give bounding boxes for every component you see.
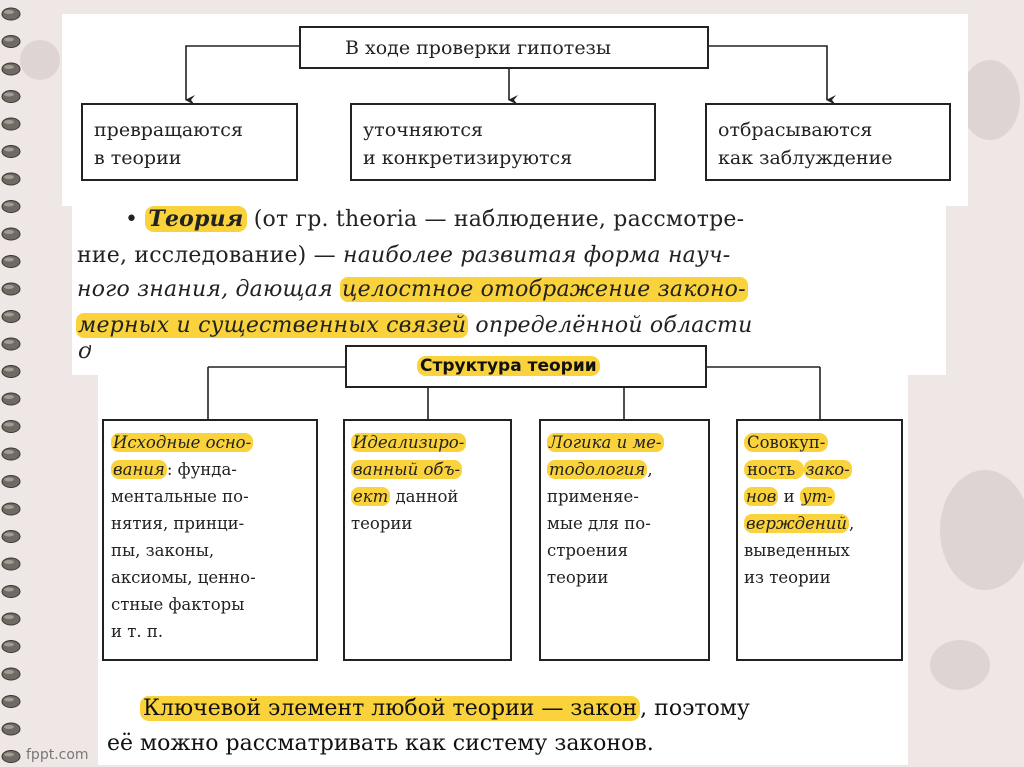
definition-line1: • Теория (от гр. theoria — наблюдение, р…	[125, 201, 744, 238]
conclusion-line2: её можно рассматривать как систему закон…	[107, 727, 654, 760]
col2-line: теории	[351, 510, 466, 537]
col1-text: Исходные осно- вания: фунда- ментальные …	[111, 429, 256, 645]
col4-highlight-1: Совокуп-	[744, 433, 828, 452]
col2-highlight-2: ванный объ-	[351, 460, 462, 479]
col4-line: из теории	[744, 564, 854, 591]
col2-after: данной	[390, 487, 458, 506]
col3-highlight-2: тодология	[547, 460, 647, 479]
watermark: fppt.com	[26, 747, 89, 763]
definition-line5-fragment: д	[78, 345, 92, 365]
outcome-left-box: превращаются в теории	[81, 103, 298, 181]
outcome-right-box: отбрасываются как заблуждение	[705, 103, 951, 181]
conclusion-line1-rest: , поэтому	[640, 696, 750, 721]
col1-highlight-1: Исходные осно-	[111, 433, 253, 452]
col1-line: и т. п.	[111, 618, 256, 645]
col2-highlight-1: Идеализиро-	[351, 433, 466, 452]
structure-col4-box: Совокуп- ность зако- нов и ут- верждений…	[736, 419, 903, 661]
term-theory: Теория	[145, 206, 246, 232]
col1-line: ментальные по-	[111, 483, 256, 510]
col3-line: мые для по-	[547, 510, 664, 537]
hypothesis-root-box: В ходе проверки гипотезы	[299, 26, 709, 69]
col2-text: Идеализиро- ванный объ- ект данной теори…	[351, 429, 466, 537]
col4-highlight-2a: ность	[744, 460, 804, 479]
structure-title-text: Структура теории	[417, 356, 600, 376]
structure-title: Структура теории	[417, 354, 600, 378]
definition-line2: ние, исследование) — наиболее развитая ф…	[77, 237, 730, 274]
definition-line4-rest: определённой области	[468, 313, 752, 338]
definition-line4: мерных и существенных связей определённо…	[76, 307, 752, 344]
col3-line: теории	[547, 564, 664, 591]
col1-line: пы, законы,	[111, 537, 256, 564]
col4-line: выведенных	[744, 537, 854, 564]
outcome-left-line2: в теории	[94, 144, 181, 172]
col3-text: Логика и ме- тодология, применяе- мые дл…	[547, 429, 664, 591]
outcome-middle-box: уточняются и конкретизируются	[350, 103, 656, 181]
col1-line: аксиомы, ценно-	[111, 564, 256, 591]
conclusion-line1: Ключевой элемент любой теории — закон, п…	[140, 692, 750, 725]
col4-highlight-2b: зако-	[804, 460, 852, 479]
structure-col1-box: Исходные осно- вания: фунда- ментальные …	[102, 419, 318, 661]
col4-highlight-3b: ут-	[800, 487, 835, 506]
col1-line: нятия, принци-	[111, 510, 256, 537]
structure-col2-box: Идеализиро- ванный объ- ект данной теори…	[343, 419, 512, 661]
outcome-left-line1: превращаются	[94, 116, 243, 144]
col4-mid: и	[778, 487, 800, 506]
col2-highlight-3: ект	[351, 487, 390, 506]
definition-line5-clip: д	[72, 345, 98, 365]
conclusion-highlight: Ключевой элемент любой теории — закон	[140, 696, 640, 721]
col4-after: ,	[849, 514, 854, 533]
col4-highlight-4: верждений	[744, 514, 849, 533]
outcome-right-line2: как заблуждение	[718, 144, 893, 172]
hypothesis-root-label: В ходе проверки гипотезы	[345, 34, 611, 62]
structure-col3-box: Логика и ме- тодология, применяе- мые дл…	[539, 419, 710, 661]
col3-line: строения	[547, 537, 664, 564]
definition-line3: ного знания, дающая целостное отображени…	[77, 271, 748, 308]
col4-text: Совокуп- ность зако- нов и ут- верждений…	[744, 429, 854, 591]
col3-line: применяе-	[547, 483, 664, 510]
col1-line: стные факторы	[111, 591, 256, 618]
outcome-middle-line2: и конкретизируются	[363, 144, 572, 172]
definition-line3-highlight: целостное отображение законо-	[340, 277, 748, 302]
definition-line1-rest: (от гр. theoria — наблюдение, рассмотре-	[247, 207, 745, 232]
structure-title-box: Структура теории	[345, 345, 707, 388]
col1-after: : фунда-	[167, 460, 237, 479]
definition-line2-italic: наиболее развитая форма науч-	[343, 243, 730, 268]
definition-line4-highlight: мерных и существенных связей	[76, 313, 468, 338]
definition-line4-clip: мерных и существенных связей определённо…	[72, 307, 946, 345]
bullet: •	[125, 207, 138, 232]
outcome-right-line1: отбрасываются	[718, 116, 872, 144]
outcome-middle-line1: уточняются	[363, 116, 483, 144]
col1-highlight-2: вания	[111, 460, 167, 479]
col4-highlight-3a: нов	[744, 487, 778, 506]
col3-after: ,	[647, 460, 652, 479]
definition-line3-italic: ного знания, дающая	[77, 277, 340, 302]
definition-line2-plain: ние, исследование) —	[77, 243, 343, 268]
col3-highlight-1: Логика и ме-	[547, 433, 664, 452]
